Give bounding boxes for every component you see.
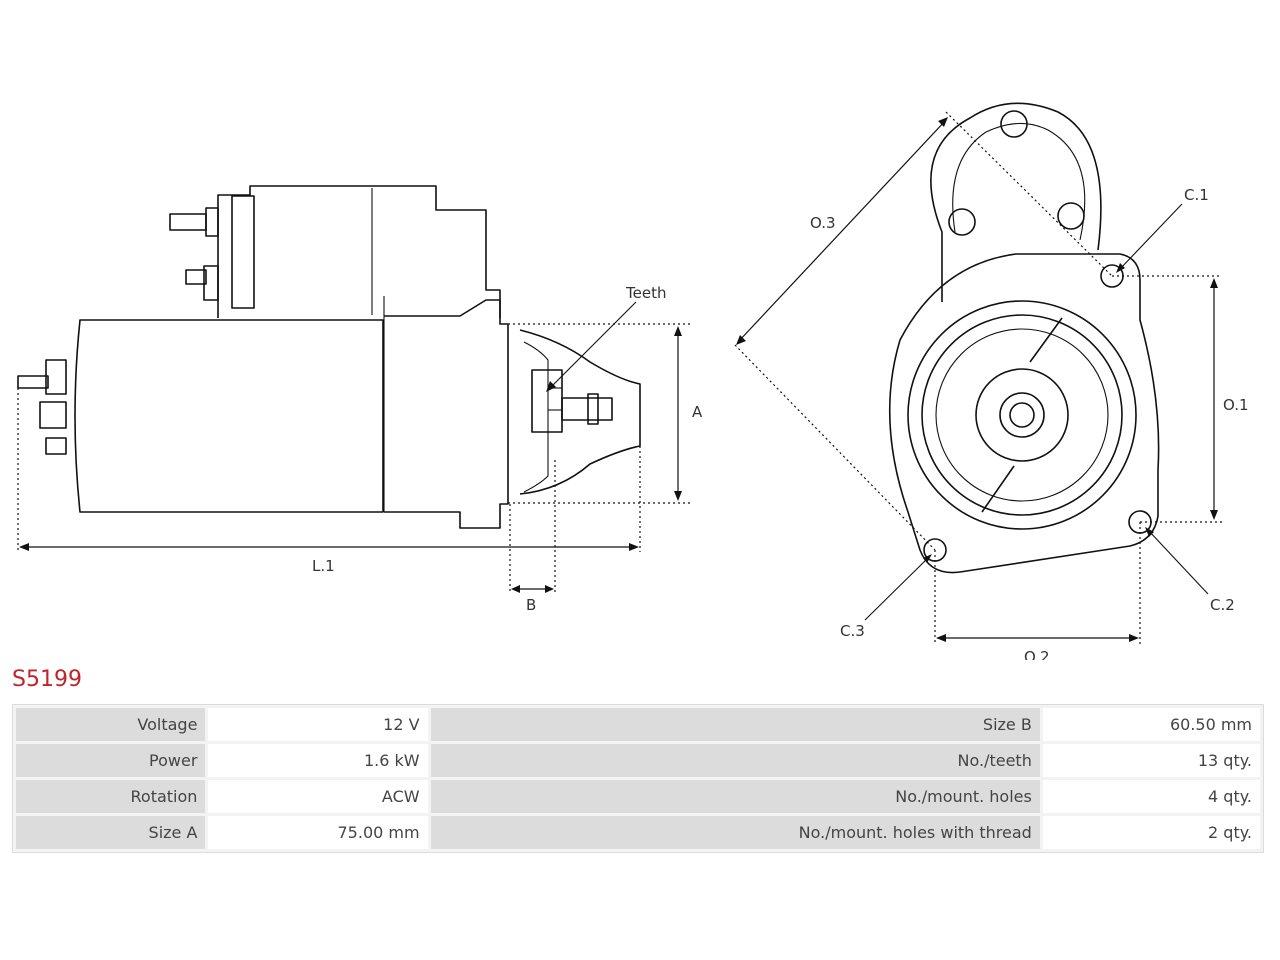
starter-side-view: A L.1 B Teeth [17,185,703,614]
pinion-nose [519,329,641,495]
solenoid-cap [231,195,255,309]
motor-end-bolt [17,375,49,389]
dimension-l1-label: L.1 [312,557,335,575]
shaft-boss [975,368,1069,462]
product-code: S5199 [12,667,82,692]
spec-value: 4 qty. [1042,780,1260,813]
spec-value: ACW [208,780,428,813]
drive-housing [384,299,509,529]
spec-label: Size A [16,816,206,849]
motor-body [74,319,384,513]
mounting-ear-top [930,102,1102,302]
spec-label: Size B [430,708,1040,741]
mount-hole-top [1000,110,1028,138]
hole-c2-label: C.2 [1210,596,1235,614]
dimension-o3-label: O.3 [810,214,836,232]
pinion-gear [531,369,563,433]
spec-value: 75.00 mm [208,816,428,849]
dimension-o2-label: O.2 [1024,648,1050,660]
spec-value: 1.6 kW [208,744,428,777]
spec-label: No./mount. holes [430,780,1040,813]
spec-label: No./teeth [430,744,1040,777]
hole-c3-label: C.3 [840,622,865,640]
shaft-center [1009,402,1035,428]
starter-technical-drawing: A L.1 B Teeth [17,102,1249,660]
hole-c1-label: C.1 [1184,186,1209,204]
mount-hole-right [1057,202,1085,230]
spec-label: Rotation [16,780,206,813]
dimension-o1-label: O.1 [1223,396,1249,414]
spec-label: Power [16,744,206,777]
dimension-a-label: A [692,403,703,421]
solenoid-terminal-upper [169,213,207,231]
spec-value: 12 V [208,708,428,741]
spec-value: 2 qty. [1042,816,1260,849]
spec-value: 13 qty. [1042,744,1260,777]
spec-label: No./mount. holes with thread [430,816,1040,849]
teeth-label: Teeth [625,284,666,302]
spec-value: 60.50 mm [1042,708,1260,741]
starter-front-view: O.1 O.2 O.3 C.1 C.2 C.3 [734,102,1249,660]
solenoid-body [217,185,501,318]
mounting-flange [888,253,1160,574]
housing-outer-ring [907,300,1137,530]
solenoid-terminal-lower [185,269,207,285]
spec-label: Voltage [16,708,206,741]
mount-hole-left [948,208,976,236]
dimension-b-label: B [526,596,536,614]
